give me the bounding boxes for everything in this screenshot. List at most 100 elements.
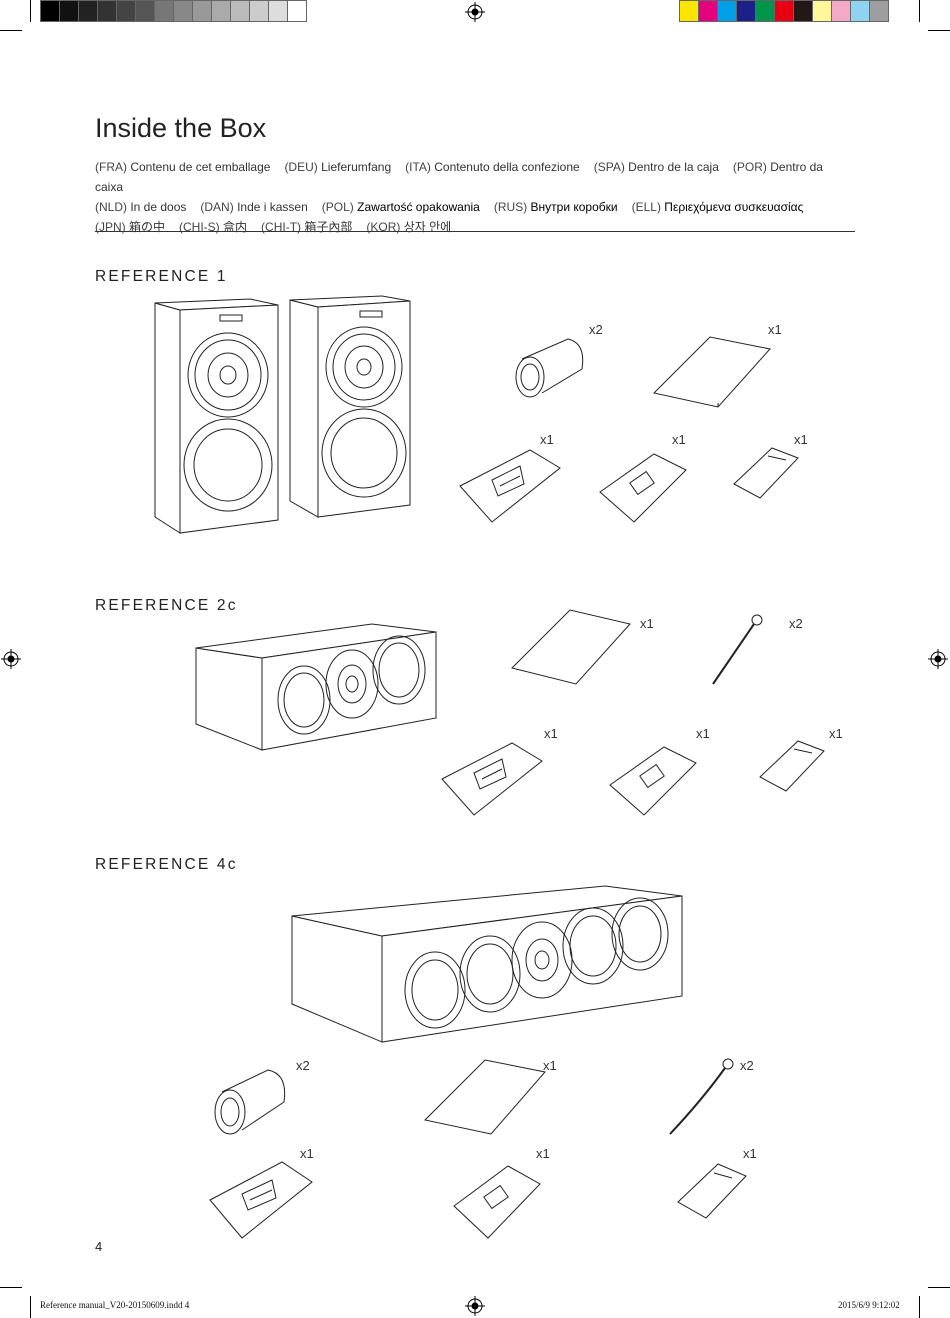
quantity-label: x1 bbox=[794, 432, 808, 447]
language-term: Contenuto della confezione bbox=[434, 160, 580, 174]
language-term: 箱子內部 bbox=[304, 220, 353, 234]
language-code: (ELL) bbox=[631, 200, 665, 214]
registration-mark-icon bbox=[465, 1296, 485, 1316]
quantity-label: x2 bbox=[740, 1058, 754, 1073]
color-swatch bbox=[78, 0, 98, 22]
manual-illustration bbox=[458, 440, 562, 525]
cloth-illustration bbox=[652, 335, 774, 410]
language-item: (ELL) Περιεχόμενα συσκευασίας bbox=[632, 200, 804, 214]
quantity-label: x1 bbox=[696, 726, 710, 741]
quantity-label: x1 bbox=[743, 1146, 757, 1161]
language-term: Contenu de cet emballage bbox=[130, 160, 271, 174]
warranty-card-illustration bbox=[452, 1156, 544, 1240]
color-swatch bbox=[40, 0, 60, 22]
center-speaker-illustration bbox=[194, 622, 440, 752]
leaflet-illustration bbox=[676, 1160, 750, 1220]
language-item: (SPA) Dentro de la caja bbox=[594, 160, 719, 174]
registration-mark-icon bbox=[928, 649, 948, 669]
color-swatch bbox=[869, 0, 889, 22]
language-term: Dentro da caixa bbox=[95, 160, 823, 194]
center-speaker-illustration bbox=[290, 884, 685, 1044]
language-term: Lieferumfang bbox=[321, 160, 392, 174]
language-term: 箱の中 bbox=[129, 220, 166, 234]
crop-mark bbox=[928, 1287, 950, 1288]
quantity-label: x1 bbox=[540, 432, 554, 447]
quantity-label: x1 bbox=[300, 1146, 314, 1161]
language-code: (SPA) bbox=[593, 160, 629, 174]
language-code: (ITA) bbox=[405, 160, 435, 174]
color-swatch bbox=[192, 0, 212, 22]
warranty-card-illustration bbox=[598, 444, 690, 524]
crop-mark bbox=[919, 1296, 920, 1318]
color-swatch bbox=[135, 0, 155, 22]
color-swatch bbox=[211, 0, 231, 22]
language-term: 상자 안에 bbox=[403, 220, 452, 234]
color-swatch bbox=[268, 0, 288, 22]
language-item: (CHI-S) 盒内 bbox=[179, 220, 247, 234]
quantity-label: x2 bbox=[589, 322, 603, 337]
quantity-label: x1 bbox=[829, 726, 843, 741]
color-swatch bbox=[850, 0, 870, 22]
quantity-label: x1 bbox=[543, 1058, 557, 1073]
quantity-label: x1 bbox=[640, 616, 654, 631]
language-item: (KOR) 상자 안에 bbox=[366, 220, 451, 234]
language-term: Внутри коробки bbox=[530, 200, 618, 214]
color-swatch bbox=[173, 0, 193, 22]
color-swatch bbox=[793, 0, 813, 22]
color-swatch bbox=[717, 0, 737, 22]
color-swatch bbox=[755, 0, 775, 22]
color-swatch bbox=[230, 0, 250, 22]
language-code: (POL) bbox=[321, 200, 358, 214]
divider bbox=[95, 231, 855, 232]
language-item: (RUS) Внутри коробки bbox=[494, 200, 618, 214]
footer-timestamp: 2015/6/9 9:12:02 bbox=[838, 1300, 900, 1310]
language-term: Inde i kassen bbox=[237, 200, 308, 214]
color-swatch bbox=[698, 0, 718, 22]
page-title: Inside the Box bbox=[95, 113, 267, 143]
leaflet-illustration bbox=[758, 737, 828, 793]
language-code: (DEU) bbox=[284, 160, 322, 174]
crop-mark bbox=[0, 1287, 22, 1288]
crop-mark bbox=[919, 0, 920, 22]
language-item: (NLD) In de doos bbox=[95, 200, 186, 214]
speaker-illustration bbox=[150, 295, 420, 535]
language-term: Zawartość opakowania bbox=[357, 200, 480, 214]
color-swatch bbox=[831, 0, 851, 22]
section-title-reference-2c: REFERENCE 2c bbox=[95, 597, 238, 614]
foam-plug-illustration bbox=[512, 333, 592, 403]
color-swatch bbox=[97, 0, 117, 22]
language-item: (FRA) Contenu de cet emballage bbox=[95, 160, 270, 174]
language-item: (DEU) Lieferumfang bbox=[284, 160, 391, 174]
cloth-illustration bbox=[510, 608, 632, 688]
language-term: Περιεχόμενα συσκευασίας bbox=[664, 200, 804, 214]
color-swatch bbox=[774, 0, 794, 22]
quantity-label: x1 bbox=[536, 1146, 550, 1161]
language-code: (NLD) bbox=[95, 200, 131, 214]
language-code: (JPN) bbox=[95, 220, 129, 234]
page-number: 4 bbox=[95, 1239, 103, 1254]
cloth-illustration bbox=[423, 1058, 547, 1138]
color-swatch bbox=[154, 0, 174, 22]
quantity-label: x1 bbox=[672, 432, 686, 447]
language-code: (RUS) bbox=[493, 200, 531, 214]
crop-mark bbox=[30, 1296, 31, 1318]
warranty-card-illustration bbox=[608, 737, 700, 817]
section-title-reference-4c: REFERENCE 4c bbox=[95, 856, 238, 873]
crop-mark bbox=[30, 0, 31, 22]
registration-mark-icon bbox=[1, 649, 21, 669]
foam-plug-illustration bbox=[210, 1064, 294, 1140]
language-item: (CHI-T) 箱子內部 bbox=[261, 220, 352, 234]
language-item: (DAN) Inde i kassen bbox=[200, 200, 307, 214]
language-term: Dentro de la caja bbox=[628, 160, 719, 174]
language-code: (FRA) bbox=[95, 160, 131, 174]
crop-mark bbox=[0, 30, 22, 31]
section-title-reference-1: REFERENCE 1 bbox=[95, 268, 228, 285]
grayscale-bar bbox=[40, 0, 307, 22]
color-swatch bbox=[812, 0, 832, 22]
language-item: (POL) Zawartość opakowania bbox=[322, 200, 480, 214]
cable-illustration bbox=[705, 612, 765, 688]
language-code: (POR) bbox=[732, 160, 771, 174]
language-term: 盒内 bbox=[223, 220, 248, 234]
language-list: (FRA) Contenu de cet emballage (DEU) Lief… bbox=[95, 157, 865, 237]
footer-filename: Reference manual_V20-20150609.indd 4 bbox=[40, 1300, 190, 1310]
